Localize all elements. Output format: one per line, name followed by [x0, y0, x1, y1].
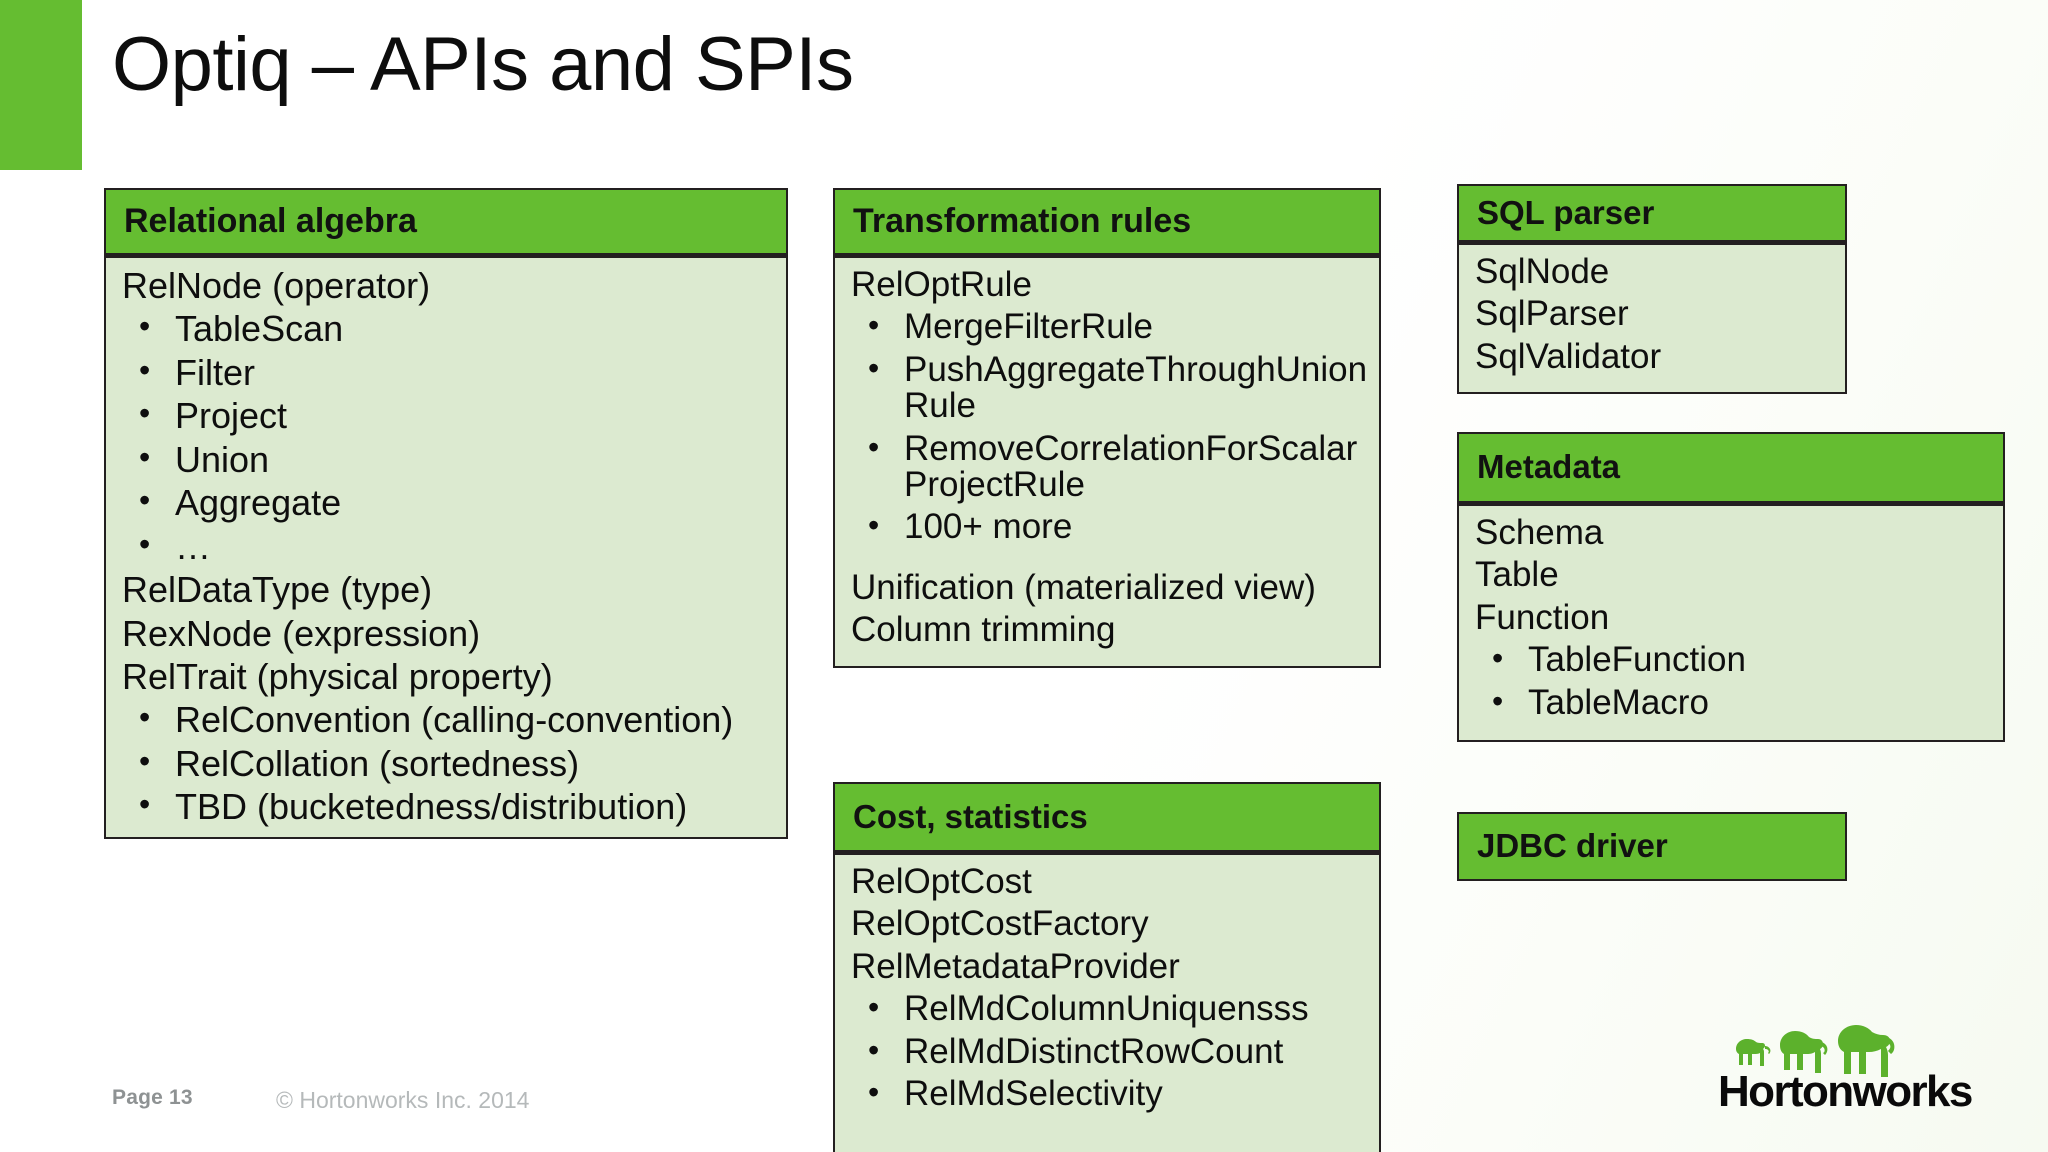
list-item: … — [122, 525, 776, 568]
card-body-relational-algebra: RelNode (operator) TableScan Filter Proj… — [106, 258, 786, 837]
list-item: Project — [122, 394, 776, 437]
list-item: TableMacro — [1475, 682, 1993, 724]
list-item: RelMdSelectivity — [851, 1073, 1369, 1115]
list-item: TBD (bucketedness/distribution) — [122, 785, 776, 828]
card-body-cost-statistics: RelOptCost RelOptCostFactory RelMetadata… — [835, 855, 1379, 1123]
list-spacer — [851, 549, 1369, 567]
logo-wordmark: Hortonworks — [1718, 1067, 1973, 1116]
list-item: Function — [1475, 597, 1610, 637]
list-item: RelCollation (sortedness) — [122, 742, 776, 785]
list-item: SqlParser — [1475, 294, 1629, 334]
green-accent-bar — [0, 0, 82, 170]
card-transformation-rules: Transformation rules RelOptRule MergeFil… — [833, 188, 1381, 668]
list-item: RexNode (expression) — [122, 612, 481, 654]
list-item: RelOptCost — [851, 862, 1032, 901]
list-item: Table — [1475, 555, 1559, 595]
list-item: RemoveCorrelationForScalarProjectRule — [851, 428, 1369, 507]
list-item: RelMdColumnUniquensss — [851, 988, 1369, 1030]
list-item: TableFunction — [1475, 639, 1993, 681]
list-item: MergeFilterRule — [851, 306, 1369, 348]
list-item: SqlValidator — [1475, 336, 1662, 376]
footer-page-number: Page 13 — [112, 1086, 193, 1109]
list-item: 100+ more — [851, 506, 1369, 548]
card-title-sql-parser: SQL parser — [1459, 186, 1845, 245]
card-body-metadata: Schema Table Function TableFunction Tabl… — [1459, 506, 2003, 740]
page-title: Optiq – APIs and SPIs — [112, 22, 854, 107]
three-elephants-icon — [1736, 1025, 1895, 1077]
card-relational-algebra: Relational algebra RelNode (operator) Ta… — [104, 188, 788, 839]
list-item: RelTrait (physical property) — [122, 655, 553, 697]
list-item: RelDataType (type) — [122, 569, 433, 611]
card-body-transformation-rules: RelOptRule MergeFilterRule PushAggregate… — [835, 258, 1379, 666]
hortonworks-logo: Hortonworks — [1718, 1021, 1973, 1117]
list-item: Column trimming — [851, 610, 1116, 650]
list-item: TableScan — [122, 307, 776, 350]
list-item: SqlNode — [1475, 252, 1610, 291]
card-title-transformation-rules: Transformation rules — [835, 190, 1379, 258]
card-cost-statistics: Cost, statistics RelOptCost RelOptCostFa… — [833, 782, 1381, 1152]
card-sql-parser: SQL parser SqlNode SqlParser SqlValidato… — [1457, 184, 1847, 395]
list-item: Union — [122, 438, 776, 481]
list-item: Aggregate — [122, 481, 776, 524]
card-title-metadata: Metadata — [1459, 434, 2003, 506]
list-item: Filter — [122, 351, 776, 394]
list-item: RelConvention (calling-convention) — [122, 698, 776, 741]
list-item: RelOptCostFactory — [851, 904, 1149, 944]
list-item: RelOptRule — [851, 265, 1032, 304]
card-jdbc-driver: JDBC driver — [1457, 812, 1847, 881]
card-metadata: Metadata Schema Table Function TableFunc… — [1457, 432, 2005, 742]
list-item: Schema — [1475, 513, 1604, 552]
list-item: PushAggregateThroughUnionRule — [851, 349, 1369, 428]
card-title-relational-algebra: Relational algebra — [106, 190, 786, 258]
list-item: RelNode (operator) — [122, 265, 431, 306]
card-title-cost-statistics: Cost, statistics — [835, 784, 1379, 855]
list-item: RelMetadataProvider — [851, 946, 1180, 986]
card-body-sql-parser: SqlNode SqlParser SqlValidator — [1459, 245, 1845, 392]
list-item: RelMdDistinctRowCount — [851, 1031, 1369, 1073]
footer-copyright: © Hortonworks Inc. 2014 — [276, 1087, 530, 1113]
list-item: Unification (materialized view) — [851, 567, 1316, 607]
card-title-jdbc-driver: JDBC driver — [1459, 814, 1845, 879]
